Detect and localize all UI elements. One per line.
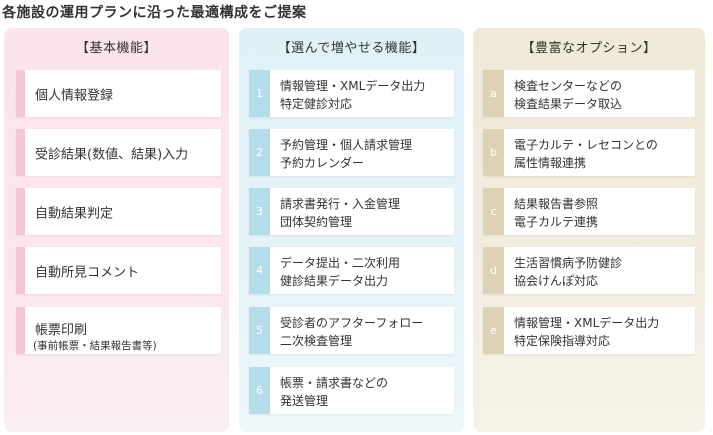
basic-item-label: 自動結果判定 [35, 206, 114, 221]
basic-functions-panel: 【基本機能】 個人情報登録 受診結果(数値、結果)入力 自動結果判定 自動所見コ… [4, 28, 229, 432]
basic-functions-heading: 【基本機能】 [75, 41, 157, 56]
item-line-2: 発送管理 [280, 394, 329, 408]
selectable-item-4: 4 データ提出・二次利用 健診結果データ出力 [249, 247, 454, 294]
option-item-e: e 情報管理・XMLデータ出力 特定保険指導対応 [483, 307, 695, 354]
item-line-2: 属性情報連携 [514, 156, 587, 170]
option-item-d: d 生活習慣病予防健診 協会けんぽ対応 [483, 247, 695, 294]
selectable-item-1: 1 情報管理・XMLデータ出力 特定健診対応 [249, 70, 454, 117]
option-item-b: b 電子カルテ・レセコンとの 属性情報連携 [483, 129, 695, 176]
basic-item-label: 自動所見コメント [35, 265, 140, 280]
item-letter-badge: e [483, 307, 504, 354]
item-number-badge: 2 [249, 129, 270, 176]
selectable-item-3: 3 請求書発行・入金管理 団体契約管理 [249, 188, 454, 235]
item-line-1: 受診者のアフターフォロー [280, 316, 424, 330]
item-line-2: 二次検査管理 [280, 334, 353, 348]
item-line-1: データ提出・二次利用 [280, 256, 401, 270]
item-letter-badge: a [483, 70, 504, 117]
basic-item-personal-info: 個人情報登録 [16, 70, 221, 117]
item-line-1: 生活習慣病予防健診 [514, 256, 623, 270]
basic-item-sublabel: (事前帳票・結果報告書等) [33, 340, 157, 352]
item-line-1: 予約管理・個人請求管理 [280, 138, 413, 152]
item-line-2: 電子カルテ連携 [514, 215, 599, 229]
item-number-badge: 1 [249, 70, 270, 117]
item-number-badge: 3 [249, 188, 270, 235]
item-line-2: 団体契約管理 [280, 215, 353, 229]
selectable-functions-panel: 【選んで増やせる機能】 1 情報管理・XMLデータ出力 特定健診対応 2 予約管… [239, 28, 464, 432]
item-letter-badge: b [483, 129, 504, 176]
options-panel: 【豊富なオプション】 a 検査センターなどの 検査結果データ取込 b 電子カルテ… [473, 28, 705, 432]
selectable-item-2: 2 予約管理・個人請求管理 予約カレンダー [249, 129, 454, 176]
item-line-2: 健診結果データ出力 [280, 274, 389, 288]
page-title: 各施設の運用プランに沿った最適構成をご提案 [2, 5, 307, 21]
basic-item-label: 受診結果(数値、結果)入力 [35, 147, 189, 162]
basic-item-label: 個人情報登録 [35, 88, 114, 103]
selectable-item-6: 6 帳票・請求書などの 発送管理 [249, 367, 454, 414]
item-line-2: 検査結果データ取込 [514, 97, 623, 111]
item-number-badge: 5 [249, 307, 270, 354]
basic-item-label: 帳票印刷 [35, 323, 88, 338]
basic-item-auto-comment: 自動所見コメント [16, 247, 221, 294]
item-line-2: 予約カレンダー [280, 156, 365, 170]
item-letter-badge: d [483, 247, 504, 294]
options-heading: 【豊富なオプション】 [521, 41, 657, 56]
item-line-1: 電子カルテ・レセコンとの [514, 138, 658, 152]
basic-item-auto-judgement: 自動結果判定 [16, 188, 221, 235]
item-letter-badge: c [483, 188, 504, 235]
item-line-2: 協会けんぽ対応 [514, 274, 599, 288]
item-line-2: 特定健診対応 [280, 97, 353, 111]
selectable-item-5: 5 受診者のアフターフォロー 二次検査管理 [249, 307, 454, 354]
option-item-a: a 検査センターなどの 検査結果データ取込 [483, 70, 695, 117]
item-line-1: 情報管理・XMLデータ出力 [514, 316, 660, 330]
option-item-c: c 結果報告書参照 電子カルテ連携 [483, 188, 695, 235]
basic-item-form-printing: 帳票印刷 (事前帳票・結果報告書等) [16, 307, 221, 354]
item-line-1: 請求書発行・入金管理 [280, 197, 401, 211]
item-line-1: 結果報告書参照 [514, 197, 599, 211]
item-number-badge: 4 [249, 247, 270, 294]
item-line-1: 情報管理・XMLデータ出力 [280, 79, 426, 93]
item-line-1: 検査センターなどの [514, 79, 623, 93]
selectable-functions-heading: 【選んで増やせる機能】 [277, 41, 426, 56]
item-number-badge: 6 [249, 367, 270, 414]
item-line-2: 特定保険指導対応 [514, 334, 611, 348]
item-line-1: 帳票・請求書などの [280, 376, 389, 390]
basic-item-exam-result-input: 受診結果(数値、結果)入力 [16, 129, 221, 176]
